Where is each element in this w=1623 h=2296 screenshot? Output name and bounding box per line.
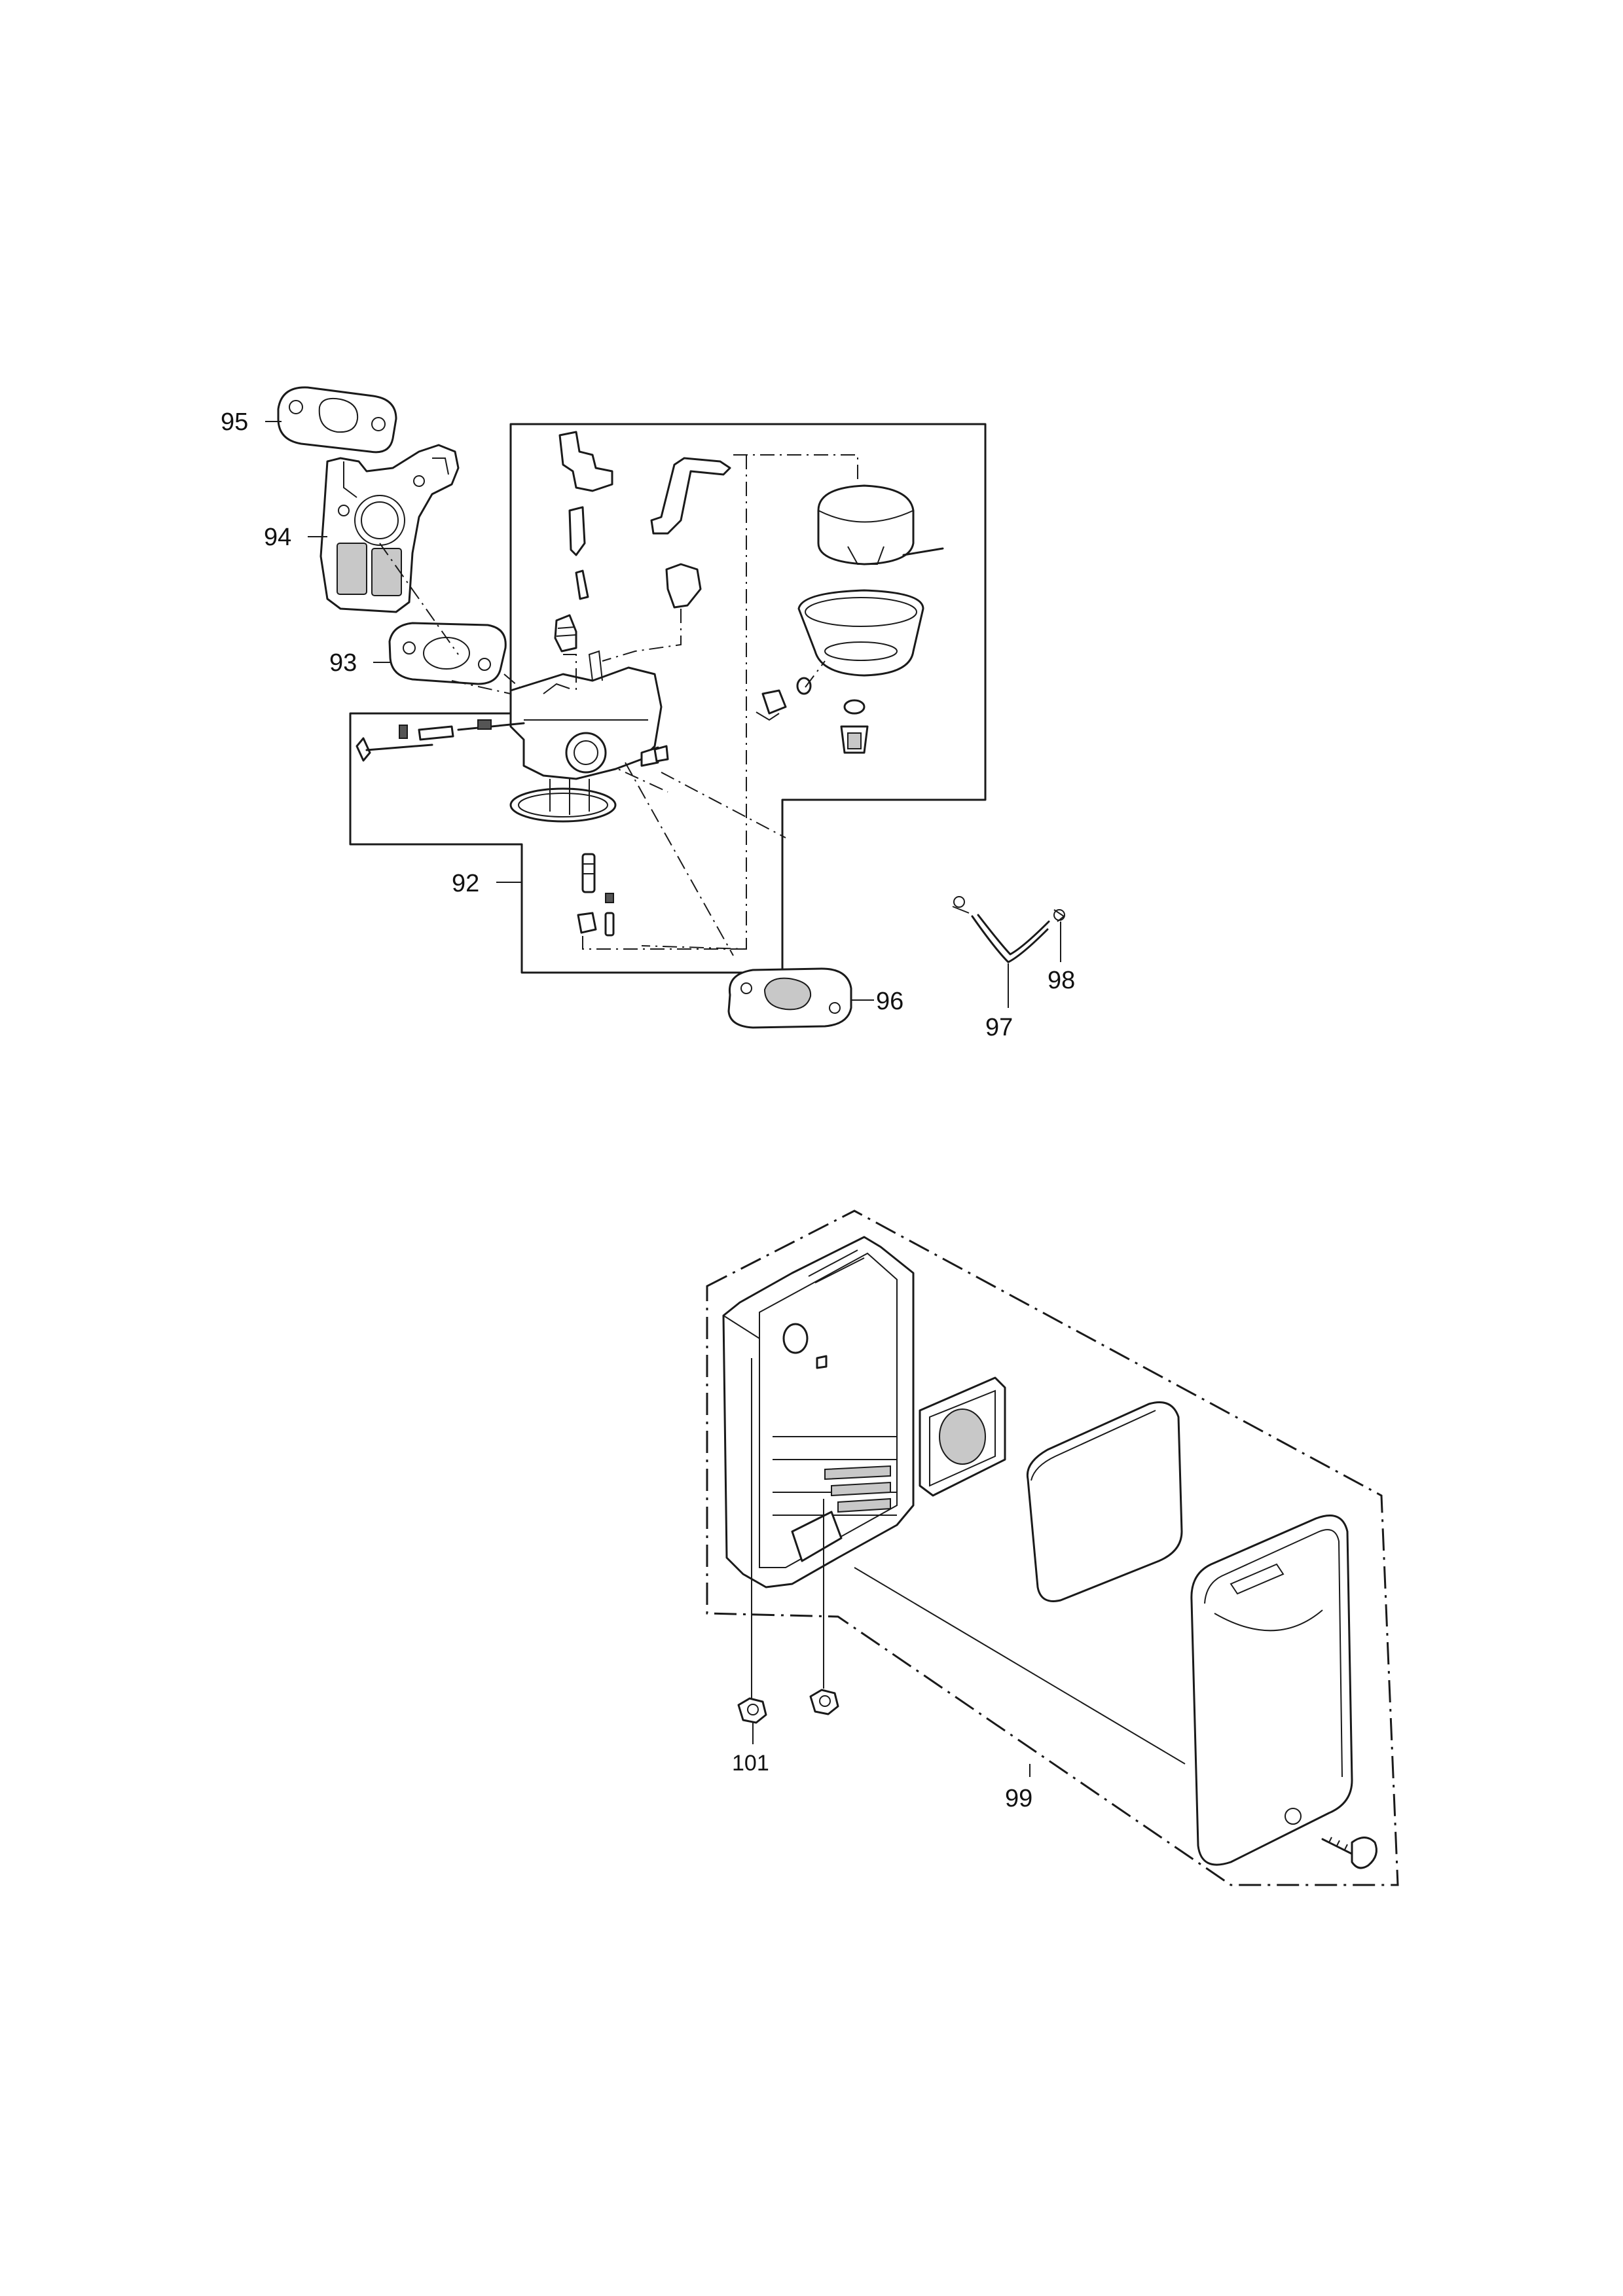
main-jet-set bbox=[577, 853, 746, 950]
callout-93: 93 bbox=[329, 649, 357, 677]
air-filter-cover bbox=[1190, 1515, 1353, 1866]
float bbox=[817, 484, 944, 565]
callout-97: 97 bbox=[985, 1014, 1013, 1041]
callout-96: 96 bbox=[876, 988, 903, 1015]
air-filter-element bbox=[1026, 1401, 1183, 1602]
callout-99: 99 bbox=[1005, 1785, 1032, 1812]
gasket-95 bbox=[277, 386, 397, 454]
callout-92: 92 bbox=[452, 870, 479, 897]
callout-101: 101 bbox=[732, 1751, 769, 1776]
idle-screw-set bbox=[356, 719, 525, 762]
gasket-96 bbox=[727, 967, 852, 1029]
cover-knob bbox=[1321, 1837, 1377, 1869]
choke-lever bbox=[602, 457, 731, 662]
carburetor-kit-frame bbox=[349, 423, 987, 974]
throttle-lever bbox=[554, 431, 613, 653]
nut-101-left bbox=[737, 1697, 767, 1724]
clip-98 bbox=[1053, 909, 1065, 922]
drain-screw-set bbox=[756, 677, 869, 754]
air-filter-assembly bbox=[706, 1210, 1399, 1886]
air-filter-screen bbox=[919, 1376, 1006, 1497]
callout-98: 98 bbox=[1048, 967, 1075, 994]
float-bowl bbox=[797, 589, 924, 677]
insulator-bracket-94 bbox=[319, 444, 460, 613]
carburetor-assembly bbox=[277, 386, 987, 974]
air-filter-housing bbox=[722, 1236, 915, 1588]
fuel-hose-97 bbox=[952, 896, 1050, 963]
callout-94: 94 bbox=[264, 524, 291, 551]
callout-leaders bbox=[265, 421, 1061, 1777]
gasket-93 bbox=[388, 622, 507, 685]
nut-101-right bbox=[809, 1689, 839, 1715]
carburetor-body bbox=[509, 650, 669, 823]
callout-95: 95 bbox=[221, 408, 248, 436]
air-filter-kit-frame bbox=[706, 1210, 1399, 1886]
